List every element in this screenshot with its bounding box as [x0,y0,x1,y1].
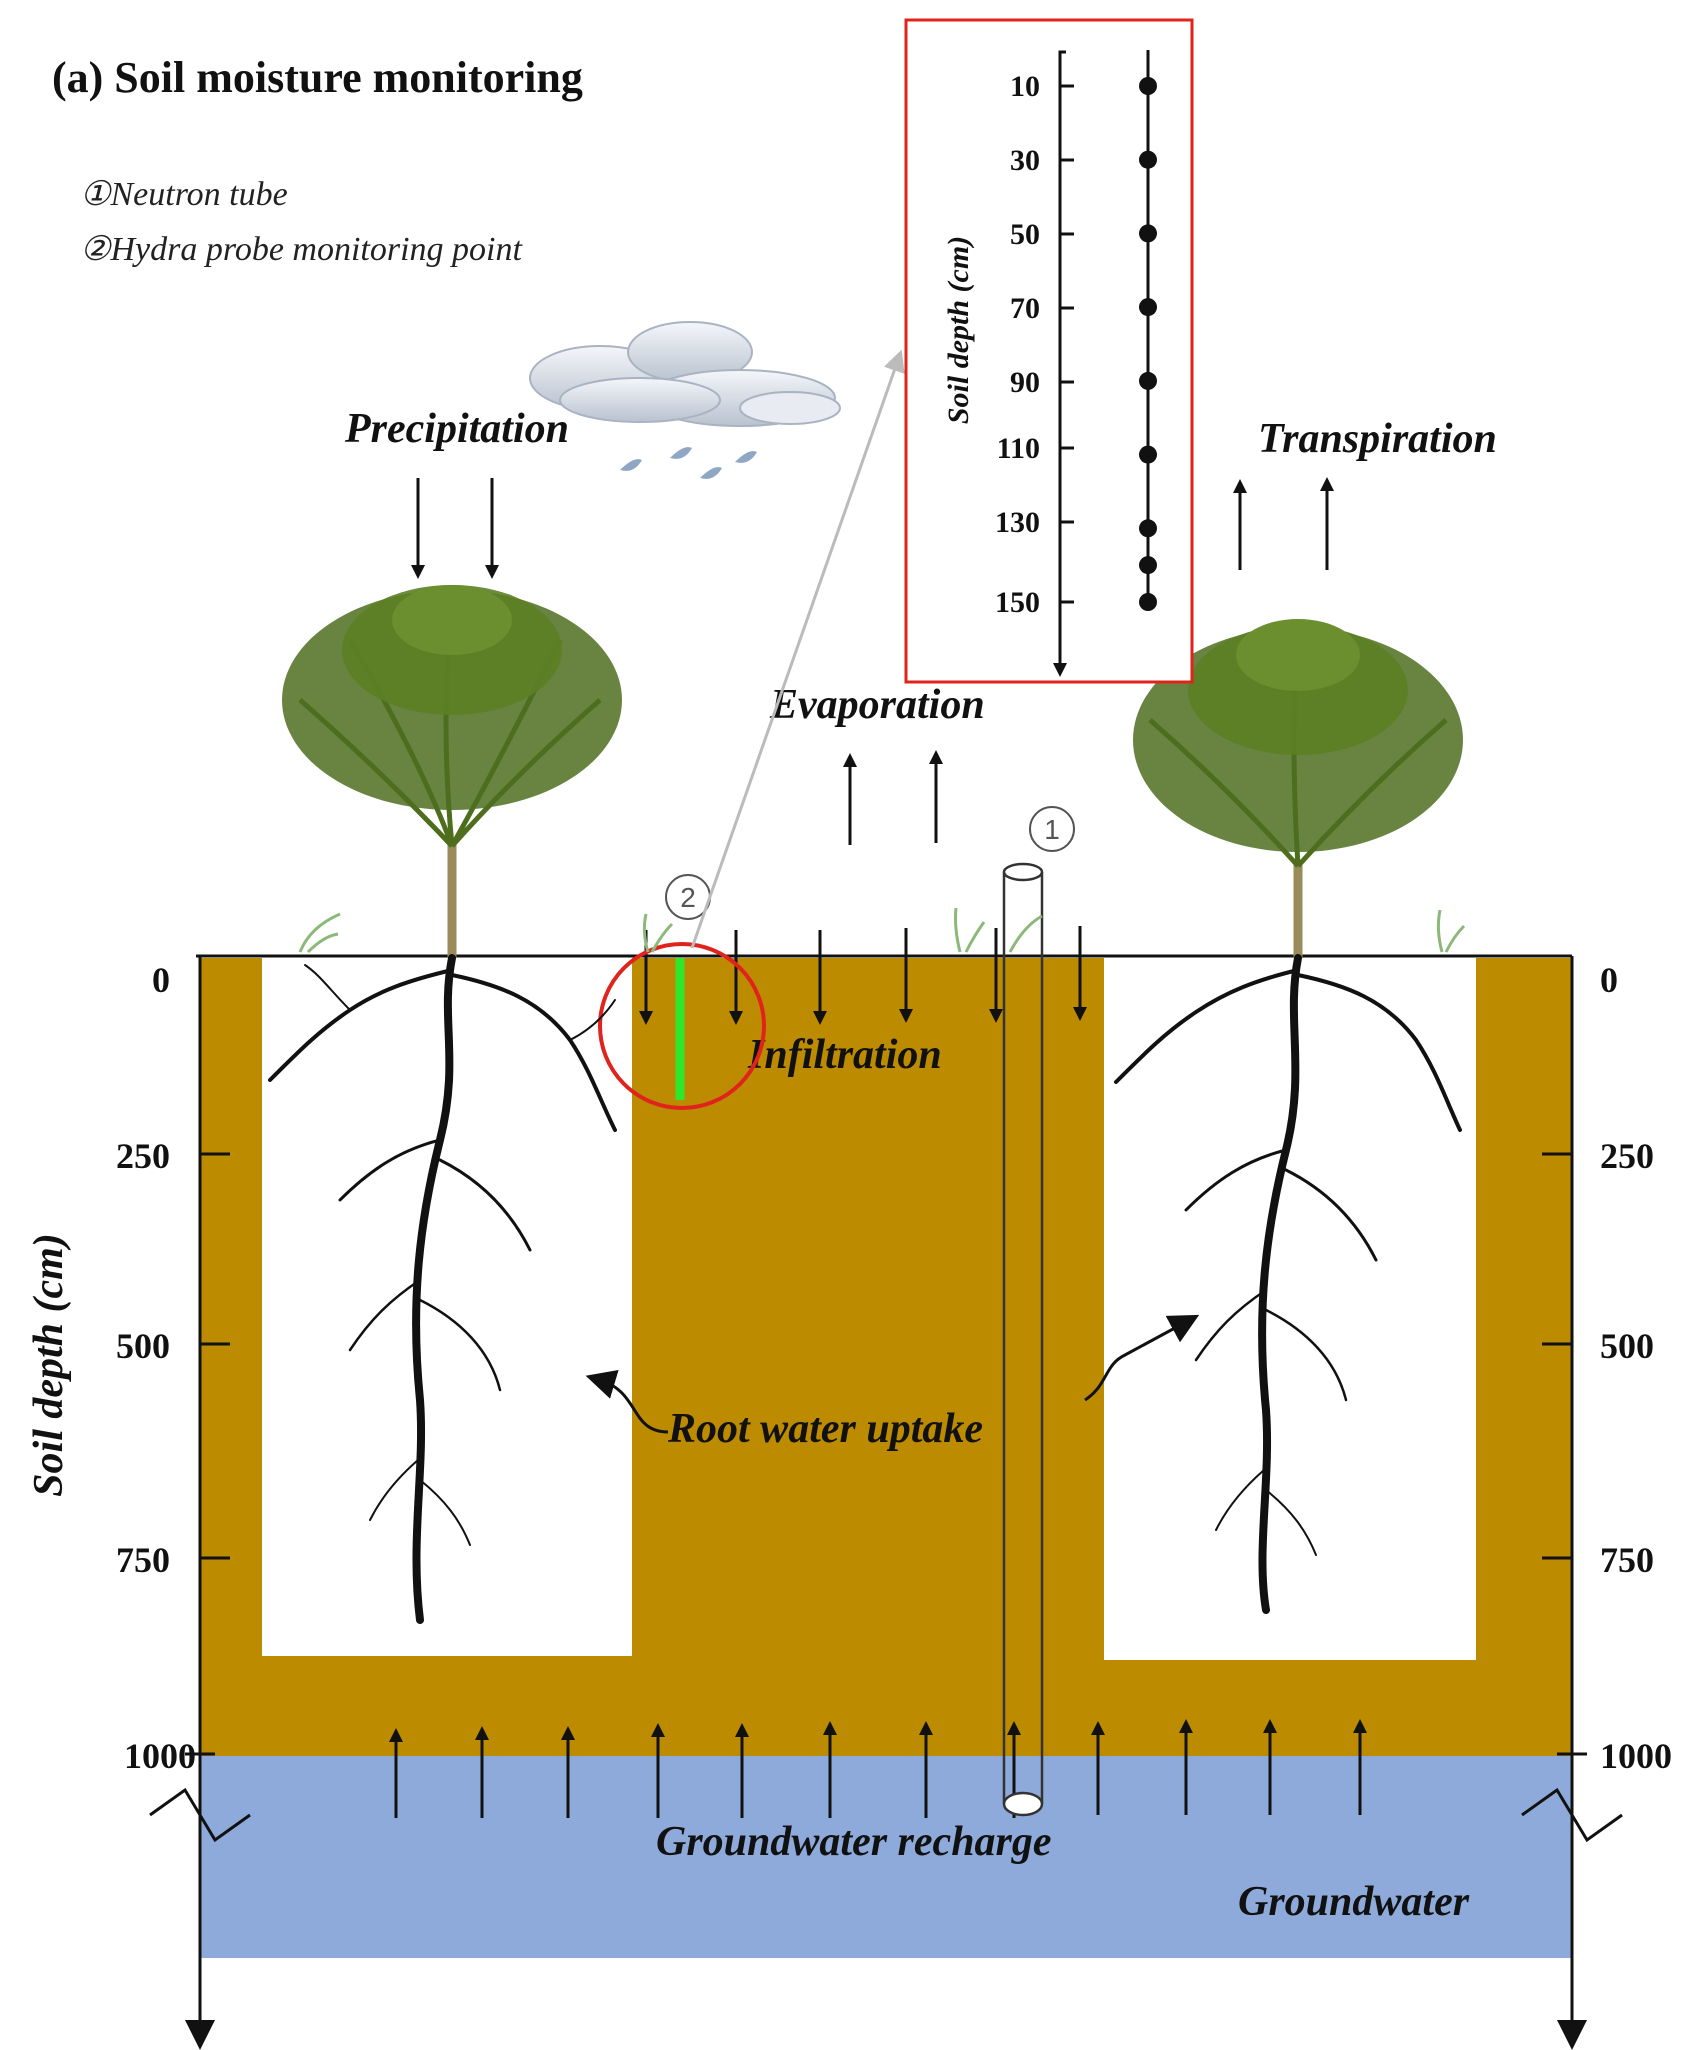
precipitation-label: Precipitation [344,406,569,452]
groundwater-recharge-label: Groundwater recharge [656,1819,1052,1865]
root-system-right [1114,954,1462,1614]
inset-axis-label: Soil depth (cm) [942,236,975,424]
inset-tick-110: 110 [997,432,1040,465]
inset-tick-90: 90 [1010,366,1040,399]
right-tick-250: 250 [1600,1136,1654,1176]
root-uptake-arrow-left [585,1369,669,1434]
inset-probe-point [1139,556,1157,575]
left-tick-1000: 1000 [124,1736,196,1776]
right-axis-ticks [1542,1152,1587,1756]
inset-axis [1053,50,1074,677]
inset-frame [904,18,1194,684]
svg-text:1: 1 [1044,814,1060,845]
tree-left-icon [282,585,622,958]
inset-probe-point [1139,150,1157,169]
root-water-uptake-label: Root water uptake [667,1406,983,1452]
root-uptake-arrow-right [1084,1314,1200,1402]
groundwater-recharge-arrows [389,1719,1367,1818]
inset-probe-point [1139,371,1157,390]
inset-probe-point [1139,224,1157,243]
left-tick-750: 750 [116,1540,170,1580]
right-tick-500: 500 [1600,1326,1654,1366]
grass-tufts [298,907,1466,954]
svg-text:2: 2 [680,882,696,913]
inset-probe-points [1139,77,1157,611]
infiltration-label: Infiltration [747,1032,942,1078]
inset-probe-point [1139,77,1157,95]
evaporation-label: Evaporation [769,682,985,728]
diagram-title: (a) Soil moisture monitoring [52,53,583,102]
right-tick-0: 0 [1600,960,1618,1000]
inset-tick-150: 150 [995,586,1040,619]
inset-tick-50: 50 [1010,218,1040,251]
left-tick-500: 500 [116,1326,170,1366]
left-tick-0: 0 [152,960,170,1000]
marker-neutron-tube: 1 [1029,806,1075,852]
inset-tick-30: 30 [1010,144,1040,177]
right-axis-break [1521,1787,1623,1843]
cloud-icon [529,321,841,427]
left-tick-250: 250 [116,1136,170,1176]
left-axis-ticks [185,1152,230,1756]
inset-probe-point [1139,445,1157,464]
groundwater-layer [200,1756,1572,1958]
neutron-tube [1002,862,1044,1817]
inset-probe-point [1139,519,1157,538]
transpiration-label: Transpiration [1258,416,1497,462]
marker-hydra-probe: 2 [665,874,711,920]
right-tick-1000: 1000 [1600,1736,1672,1776]
inset-pointer-arrow [690,349,905,949]
inset-tick-70: 70 [1010,292,1040,325]
tree-right-icon [1133,619,1463,958]
legend-neutron-tube: ①Neutron tube [80,176,288,213]
probe-highlight-circle [598,942,766,1110]
y-axis-label: Soil depth (cm) [26,1233,72,1497]
right-tick-750: 750 [1600,1540,1654,1580]
raindrops-icon [620,447,757,479]
inset-probe-point [1139,298,1157,317]
root-system-left [268,954,617,1624]
left-axis-break [149,1787,251,1843]
groundwater-label: Groundwater [1238,1879,1470,1925]
inset-tick-130: 130 [995,506,1040,539]
legend-hydra-probe: ②Hydra probe monitoring point [80,231,523,268]
inset-tick-10: 10 [1010,70,1040,103]
inset-probe-point [1139,593,1157,611]
root-zone-right [1104,958,1476,1660]
